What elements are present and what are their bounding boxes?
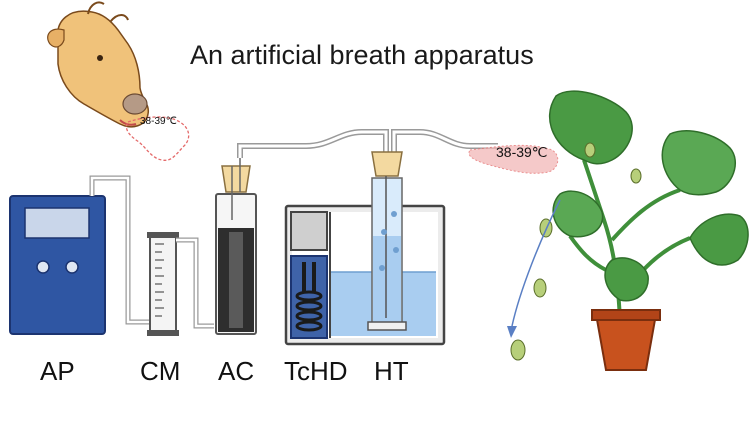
cow-head xyxy=(47,1,150,128)
outlet-temperature: 38-39℃ xyxy=(496,144,548,160)
aphid-fall-arrow xyxy=(511,199,561,327)
outlet-breath-plume xyxy=(468,144,559,174)
flow-meter xyxy=(147,232,179,336)
plant xyxy=(507,90,749,371)
diagram-title: An artificial breath apparatus xyxy=(190,40,534,70)
humidifier-tube xyxy=(367,151,407,331)
label-ac: AC xyxy=(218,356,255,386)
carbon-column xyxy=(215,156,257,335)
cow-breath-temperature: 38-39℃ xyxy=(140,116,177,127)
label-ap: AP xyxy=(40,356,75,386)
air-pump xyxy=(9,195,106,335)
label-ht: HT xyxy=(374,356,409,386)
label-tchd: TcHD xyxy=(284,356,348,386)
label-cm: CM xyxy=(140,356,181,386)
water-bath xyxy=(284,204,446,346)
cow-breath-plume xyxy=(125,116,190,161)
